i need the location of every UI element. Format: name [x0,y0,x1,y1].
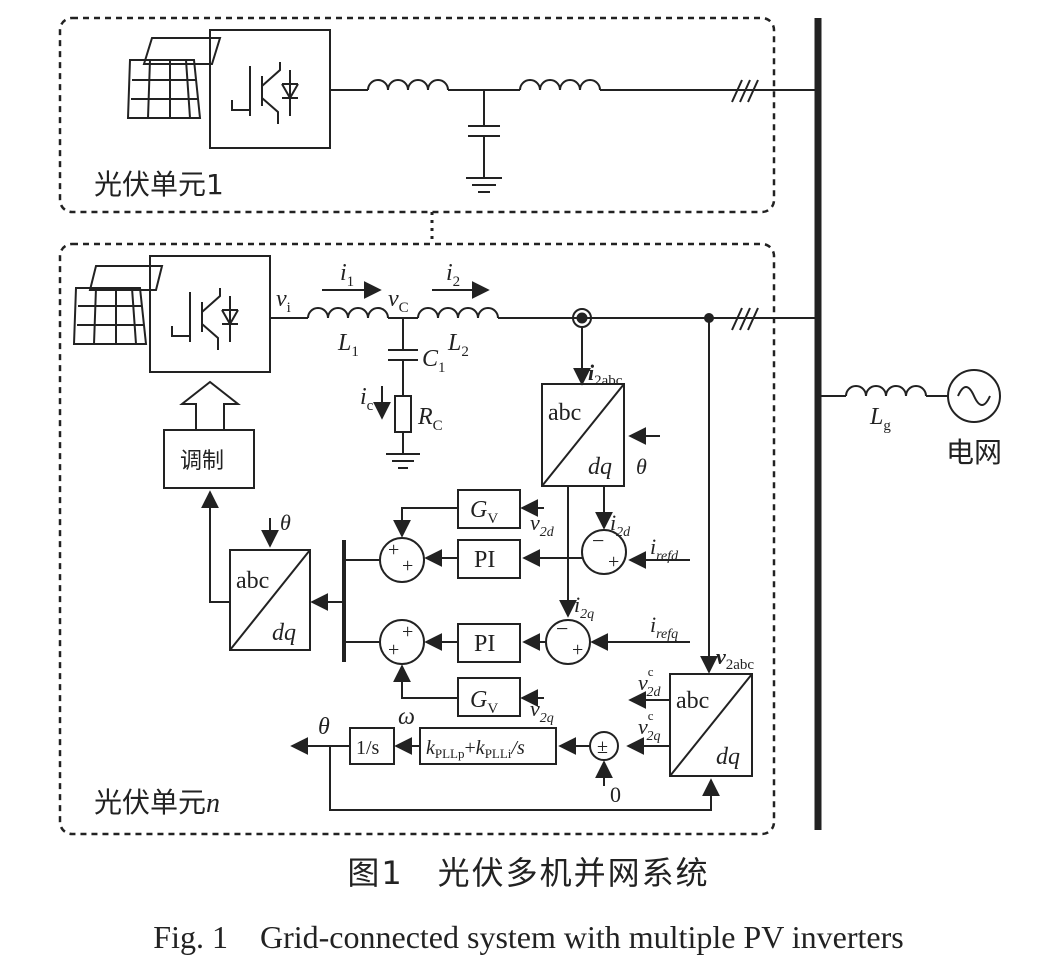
i2q-label: i2q [574,592,594,622]
pv-unit-n-frame [58,242,776,836]
sum-q-plus-b: + [388,639,399,661]
L2-label: L2 [447,330,469,360]
gv-d-label: GV [470,497,498,527]
gv-q-label: GV [470,687,498,717]
inverter-block-1 [209,29,331,149]
pi-d-label: PI [474,547,495,573]
inductor-Lg [845,385,927,397]
solar-panel-icon [126,37,222,119]
ic-label: ic [360,384,374,414]
modulation-block [163,429,255,489]
inverter-block-n [149,255,271,373]
integrator-label: 1/s [356,737,380,759]
sum-pll-pm: ± [597,736,608,758]
sum-d-plus-a: + [388,539,399,561]
resistor-Rc [394,395,412,433]
sum-id-plus: + [608,551,619,573]
Rc-label: RC [417,404,443,434]
abc-label-3: abc [676,688,709,714]
pv-multi-inverter-diagram: 光伏单元1 光伏单元n vi i1 vC i2 L1 L2 C1 ic RC L… [58,16,1002,836]
v2q-label: v2q [530,696,554,726]
C1-label: C1 [422,346,446,376]
zero-label: 0 [610,782,621,807]
i2d-label: i2d [610,510,631,540]
theta-pll-label: θ [318,714,330,740]
v2abc-label: v2abc [716,644,754,673]
grid-label: 电网 [946,436,1002,469]
figure-caption-cn: 图1 光伏多机并网系统 [347,854,710,892]
dq-label-3: dq [716,744,740,770]
irefd-label: irefd [650,534,679,564]
v2d-label: v2d [530,510,555,540]
omega-label: ω [398,704,415,730]
vi-label: vi [276,286,291,316]
inductor-unit1-a [367,79,449,91]
sum-junction-id [581,529,627,575]
abc-dq-block-i2 [541,383,625,487]
three-phase-mark [731,79,759,103]
capacitor-unit1 [466,90,502,193]
sum-q-plus-a: + [402,621,413,643]
vc-label: vC [388,286,409,316]
pi-q-label: PI [474,631,495,657]
modulation-label: 调制 [180,449,224,474]
sum-id-minus: − [592,528,604,553]
sum-d-plus-b: + [402,555,413,577]
i2-label: i2 [446,260,460,290]
theta-label: θ [636,454,647,479]
sum-iq-minus: − [556,616,568,641]
abc-label: abc [548,400,581,426]
dq-abc-block [229,549,311,651]
irefq-label: irefq [650,612,678,642]
L1-label: L1 [337,330,359,360]
i1-label: i1 [340,260,354,290]
figure-caption-en: Fig. 1 Grid-connected system with multip… [153,919,904,955]
solar-panel-icon [72,265,164,345]
pv-unit-1-frame [58,16,776,214]
inductor-unit1-b [519,79,601,91]
pll-pi-label: kPLLp+kPLLi/s [426,737,525,761]
ground-icon [386,432,420,469]
theta-dq-label: θ [280,510,291,535]
three-phase-mark [731,307,759,331]
sum-iq-plus: + [572,639,583,661]
Lg-label: Lg [869,404,891,434]
dq-label: dq [588,454,612,480]
abc-label-2: abc [236,568,269,594]
inductor-L1 [307,307,389,319]
i2abc-label: i2abc [588,360,623,389]
pv-unit-1-label: 光伏单元1 [94,168,224,201]
dq-label-2: dq [272,620,296,646]
capacitor-C1 [388,318,418,396]
grid-source-icon [947,369,1001,423]
pv-unit-n-label: 光伏单元n [94,786,220,819]
inductor-L2 [417,307,499,319]
abc-dq-block-pll [669,673,753,777]
